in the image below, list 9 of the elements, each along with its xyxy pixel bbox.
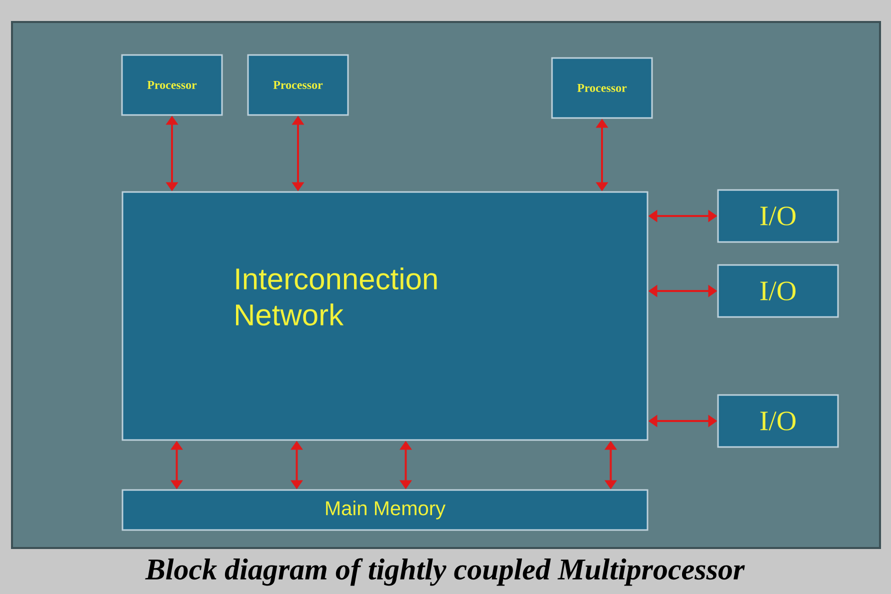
io-box: I/O <box>717 394 839 448</box>
io-box: I/O <box>717 264 839 318</box>
memory-box: Main Memory <box>122 489 648 531</box>
network-box: Interconnection Network <box>122 191 648 441</box>
processor-box: Processor <box>247 54 349 116</box>
caption: Block diagram of tightly coupled Multiprocessor <box>145 558 745 586</box>
io-box: I/O <box>717 189 839 243</box>
processor-box: Processor <box>121 54 223 116</box>
processor-box: Processor <box>551 57 653 119</box>
